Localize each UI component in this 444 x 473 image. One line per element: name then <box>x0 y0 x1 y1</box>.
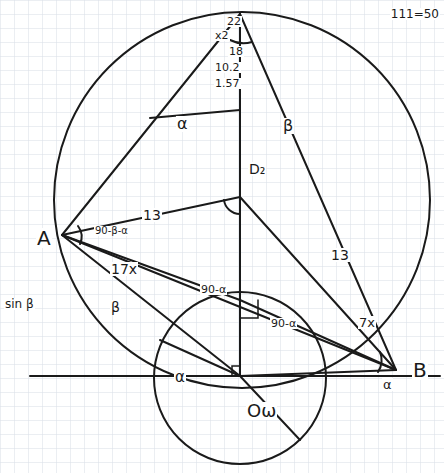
annotation: 13 <box>330 248 350 262</box>
segment-ow-b <box>240 370 396 376</box>
segment-ao <box>62 197 240 235</box>
point-label: A <box>36 228 52 248</box>
annotation: sin β <box>4 298 35 310</box>
annotation: α <box>176 116 189 132</box>
annotation: 22 <box>226 16 242 27</box>
annotation: x2 <box>214 30 230 41</box>
annotation: D₂ <box>248 162 266 176</box>
annotation: 90-β-α <box>94 226 129 236</box>
annotation: α <box>382 378 393 391</box>
annotation: β <box>110 300 121 314</box>
segment-a-d <box>62 235 240 300</box>
annotation: 1.57 <box>214 78 241 89</box>
annotation: α <box>174 370 186 385</box>
angle-arc <box>78 226 82 244</box>
radius <box>160 340 240 376</box>
annotation: 18 <box>228 46 244 57</box>
segment-b-d <box>240 300 396 370</box>
point-label: B <box>412 360 428 380</box>
annotation: 111=50 <box>390 8 440 20</box>
right-angle-mark <box>240 300 258 318</box>
annotation: 7x <box>358 316 376 329</box>
angle-arc <box>230 40 252 43</box>
annotation: 90-α <box>270 318 297 329</box>
annotation: 13 <box>142 208 162 222</box>
angle-arc <box>378 352 382 372</box>
small-circle <box>154 292 326 464</box>
annotation: Oω <box>246 402 277 420</box>
annotation: 10.2 <box>214 62 241 73</box>
segment-ta <box>62 14 240 235</box>
annotation: 17x <box>110 262 138 276</box>
annotation: 90-α <box>200 284 227 295</box>
angle-arc <box>224 200 240 214</box>
circumcircle <box>54 12 430 388</box>
tangent-line <box>30 375 440 377</box>
segment-a-ow <box>62 235 240 376</box>
annotation: β <box>282 118 294 134</box>
segment-ob <box>240 197 396 370</box>
radius <box>240 376 300 440</box>
chord <box>150 110 240 118</box>
segment-ab <box>62 235 396 370</box>
right-angle-mark <box>232 366 240 376</box>
